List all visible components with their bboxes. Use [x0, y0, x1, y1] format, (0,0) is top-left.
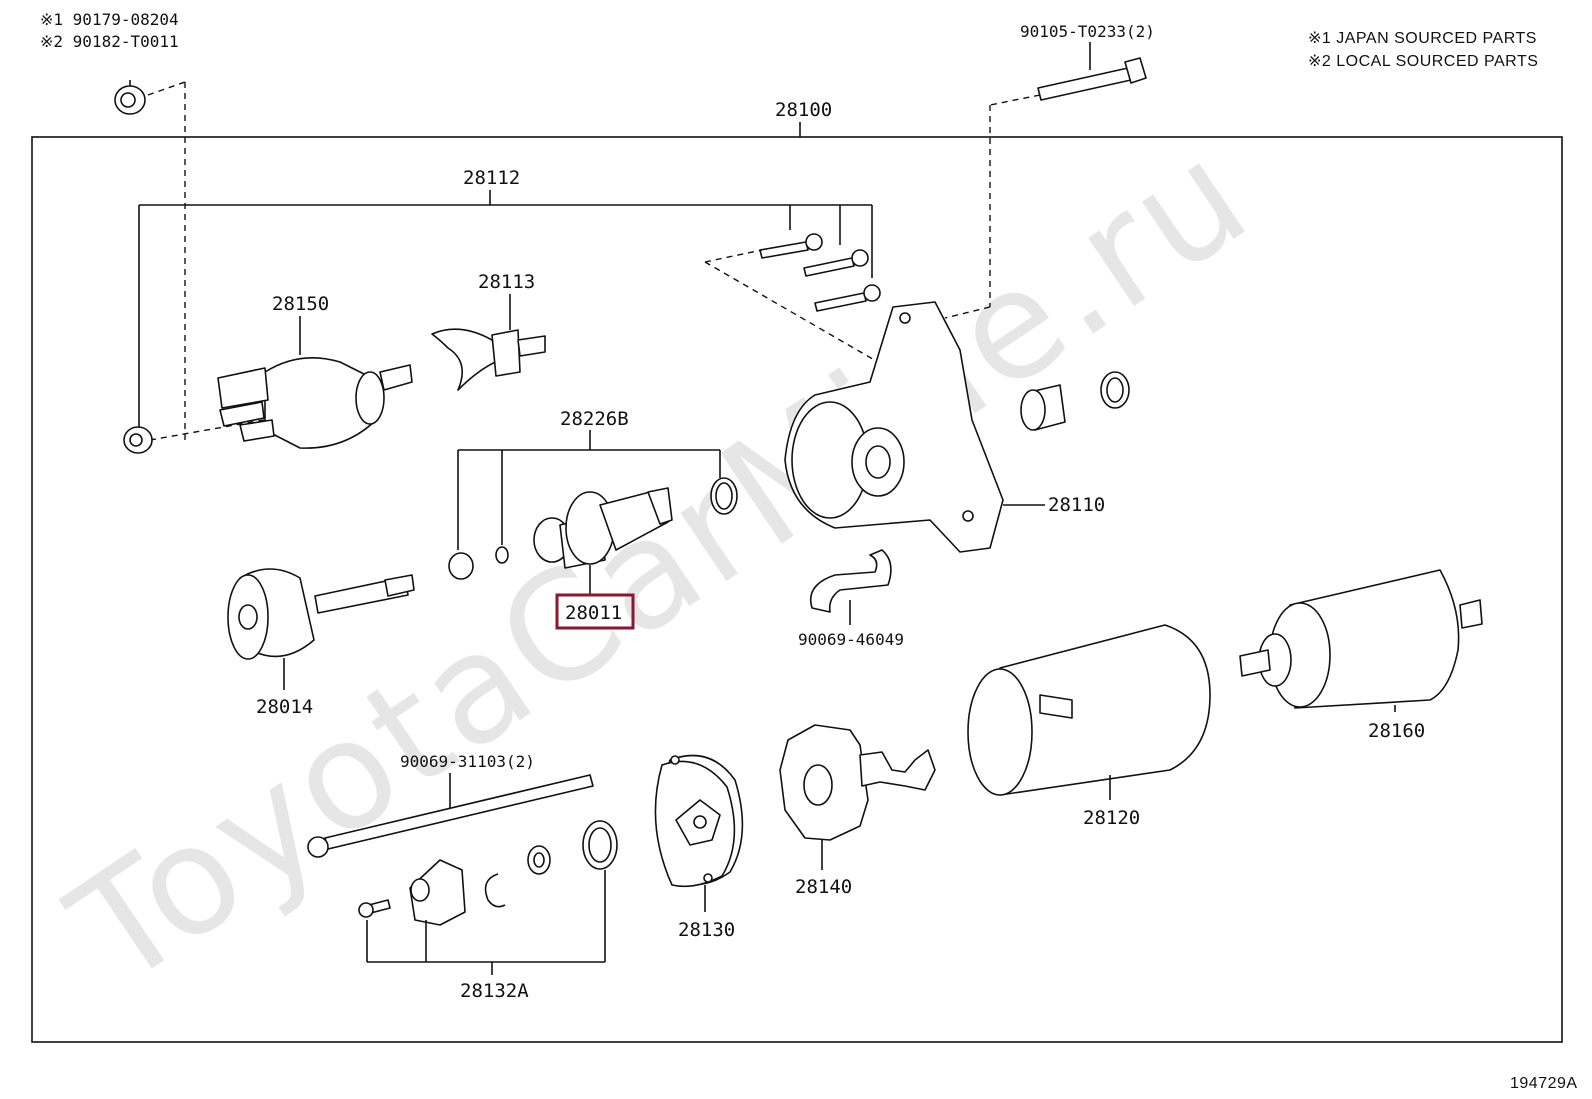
yoke-icon[interactable] — [967, 624, 1211, 796]
label-28120[interactable]: 28120 — [1083, 807, 1140, 829]
label-28011[interactable]: 28011 — [565, 602, 622, 624]
label-28130[interactable]: 28130 — [678, 919, 735, 941]
watermark-text: ToyotaCarMine.ru — [42, 107, 1280, 1020]
label-28112[interactable]: 28112 — [463, 167, 520, 189]
pinion-shaft-icon[interactable] — [227, 568, 415, 660]
starter-clutch-icon[interactable] — [533, 487, 673, 569]
legend-local-sourced: ※2 LOCAL SOURCED PARTS — [1308, 53, 1538, 70]
label-28014[interactable]: 28014 — [256, 696, 313, 718]
bushing-icon[interactable] — [1100, 371, 1130, 409]
label-28100[interactable]: 28100 — [775, 99, 832, 121]
grommet-hose-icon[interactable] — [810, 549, 892, 613]
small-screw-icon[interactable] — [358, 899, 391, 918]
bearing-cover-icon[interactable] — [409, 859, 466, 926]
screw-icon[interactable] — [803, 249, 869, 277]
screw-icon[interactable] — [814, 284, 881, 312]
nut-top-icon[interactable] — [114, 80, 146, 115]
label-28226B[interactable]: 28226B — [560, 408, 629, 430]
end-frame-icon[interactable] — [654, 754, 744, 888]
assembly-frame — [31, 136, 1563, 1043]
selected-part-highlight — [555, 593, 635, 630]
drive-housing-icon[interactable] — [784, 301, 1004, 553]
nut-icon[interactable] — [123, 426, 153, 454]
washer-icon[interactable] — [527, 845, 551, 875]
label-28160[interactable]: 28160 — [1368, 720, 1425, 742]
plate-washer-icon[interactable] — [582, 820, 618, 870]
bearing-icon[interactable] — [1020, 384, 1066, 431]
legend-japan-sourced: ※1 JAPAN SOURCED PARTS — [1308, 30, 1537, 47]
through-bolt-icon[interactable] — [307, 774, 594, 858]
collar-icon[interactable] — [448, 552, 474, 580]
armature-icon[interactable] — [1239, 569, 1483, 709]
label-28110[interactable]: 28110 — [1048, 494, 1105, 516]
label-90069-31103[interactable]: 90069-31103(2) — [400, 752, 535, 771]
snap-ring-inner — [715, 482, 733, 510]
label-28113[interactable]: 28113 — [478, 271, 535, 293]
diagram-code: 194729A — [1510, 1075, 1578, 1092]
screw-icon[interactable] — [759, 233, 823, 259]
solenoid-icon[interactable] — [217, 356, 413, 449]
label-28132A[interactable]: 28132A — [460, 980, 529, 1002]
label-28140[interactable]: 28140 — [795, 876, 852, 898]
brush-holder-icon[interactable] — [779, 724, 936, 841]
bolt-top-icon[interactable] — [1037, 57, 1147, 101]
e-clip-icon[interactable] — [484, 873, 506, 908]
label-90069-46049[interactable]: 90069-46049 — [798, 630, 904, 649]
note-japan-nut: ※1 90179-08204 — [40, 10, 179, 29]
note-local-nut: ※2 90182-T0011 — [40, 32, 179, 51]
label-90105-T0233[interactable]: 90105-T0233(2) — [1020, 22, 1155, 41]
label-28150[interactable]: 28150 — [272, 293, 329, 315]
o-ring-icon[interactable] — [495, 546, 509, 564]
lever-icon[interactable] — [431, 328, 546, 391]
